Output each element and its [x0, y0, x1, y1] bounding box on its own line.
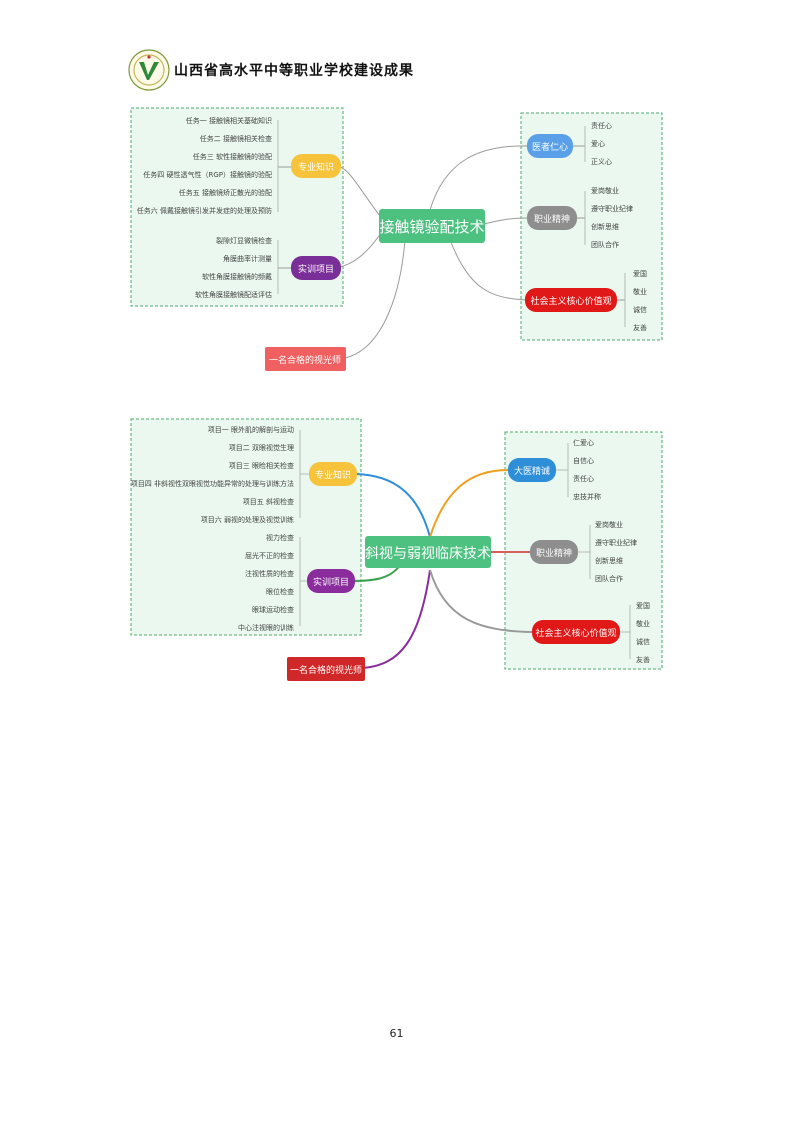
- d2-r-item-11: 诚信: [636, 637, 650, 646]
- d2-brackets: [299, 430, 631, 659]
- d2-r-item-7: 创新思维: [595, 556, 623, 565]
- d2-group-doctor: [508, 458, 556, 482]
- d1-k-item-6: 任务六 佩戴接触镜引发并发症的处理及预防: [137, 206, 272, 215]
- d1-group-doctor-label: 医者仁心: [532, 141, 568, 153]
- d1-r-item-5: 遵守职业纪律: [591, 204, 633, 213]
- d2-k-item-6: 项目六 弱视的处理及视觉训练: [201, 515, 294, 524]
- school-logo-icon: [128, 49, 170, 91]
- d1-bottom-node: [265, 347, 346, 371]
- d2-k-item-5: 项目五 斜视检查: [243, 497, 294, 506]
- d1-t-item-3: 软性角膜接触镜的频戴: [202, 272, 272, 281]
- d2-group-training-label: 实训项目: [313, 576, 349, 588]
- d2-k-item-3: 项目三 眼睑相关检查: [229, 461, 294, 470]
- d1-k-item-1: 任务一 接触镜相关基础知识: [186, 116, 272, 125]
- d1-k-item-3: 任务三 软性接触镜的验配: [193, 152, 272, 161]
- d1-group-knowledge-label: 专业知识: [298, 161, 334, 173]
- d1-k-item-2: 任务二 接触镜相关检查: [200, 134, 272, 143]
- d2-r-item-5: 爱岗敬业: [595, 520, 623, 529]
- d1-r-item-3: 正义心: [591, 158, 612, 166]
- d2-k-item-1: 项目一 眼外肌的解剖与运动: [208, 425, 294, 434]
- d1-group-spirit-label: 职业精神: [534, 213, 570, 225]
- d1-k-item-5: 任务五 接触镜矫正散光的验配: [179, 188, 272, 197]
- d2-group-training: [307, 569, 355, 593]
- d1-group-training: [291, 256, 341, 280]
- d2-group-knowledge: [309, 462, 357, 486]
- d1-bottom-label: 一名合格的视光师: [269, 354, 341, 366]
- d1-group-doctor: [527, 134, 573, 158]
- d2-bottom-label: 一名合格的视光师: [290, 664, 362, 676]
- d2-k-item-2: 项目二 双眼视觉生理: [229, 443, 294, 452]
- d1-r-item-2: 爱心: [591, 140, 605, 148]
- d2-t-item-5: 眼球运动检查: [252, 605, 294, 614]
- d1-r-item-6: 创新思维: [591, 222, 619, 231]
- d2-right-items: 仁爱心 自信心 责任心 忠技并称 爱岗敬业 遵守职业纪律 创新思维 团队合作 爱…: [573, 438, 650, 664]
- d1-r-item-10: 诚信: [633, 305, 647, 314]
- d1-right-items: 责任心 爱心 正义心 爱岗敬业 遵守职业纪律 创新思维 团队合作 爱国 敬业 诚…: [591, 121, 647, 332]
- d2-r-item-4: 忠技并称: [573, 492, 601, 501]
- d2-training-items: 视力检查 屈光不正的检查 注视性质的检查 眼位检查 眼球运动检查 中心注视眼的训…: [238, 533, 294, 632]
- d1-k-item-4: 任务四 硬性透气性（RGP）接触镜的验配: [143, 170, 272, 179]
- d1-r-item-1: 责任心: [591, 121, 612, 130]
- d1-center-label: 接触镜验配技术: [379, 218, 484, 236]
- d2-r-item-9: 爱国: [636, 602, 650, 610]
- d2-group-knowledge-label: 专业知识: [315, 469, 351, 481]
- d1-group-knowledge: [291, 154, 341, 178]
- d1-training-items: 裂隙灯显微镜检查 角膜曲率计测量 软性角膜接触镜的频戴 软性角膜接触镜配适评估: [195, 236, 272, 299]
- d2-group-spirit-label: 职业精神: [536, 547, 572, 559]
- d1-group-training-label: 实训项目: [298, 263, 334, 275]
- d1-knowledge-items: 任务一 接触镜相关基础知识 任务二 接触镜相关检查 任务三 软性接触镜的验配 任…: [137, 116, 272, 215]
- d2-t-item-6: 中心注视眼的训练: [238, 623, 294, 632]
- d2-r-item-6: 遵守职业纪律: [595, 538, 637, 547]
- d2-r-item-8: 团队合作: [595, 574, 623, 583]
- d1-r-item-7: 团队合作: [591, 240, 619, 249]
- d2-r-item-12: 友善: [636, 655, 650, 664]
- page-number: 61: [389, 1027, 404, 1040]
- d2-group-values: [532, 620, 620, 644]
- d1-r-item-4: 爱岗敬业: [591, 186, 619, 195]
- d1-group-values-label: 社会主义核心价值观: [530, 295, 611, 307]
- d2-t-item-1: 视力检查: [266, 533, 294, 542]
- d1-t-item-2: 角膜曲率计测量: [223, 254, 272, 263]
- d2-t-item-4: 眼位检查: [266, 587, 294, 596]
- d1-brackets: [277, 120, 626, 327]
- d2-knowledge-items: 项目一 眼外肌的解剖与运动 项目二 双眼视觉生理 项目三 眼睑相关检查 项目四 …: [131, 425, 294, 524]
- d1-r-item-11: 友善: [633, 323, 647, 332]
- d2-center-node: [365, 536, 491, 568]
- d2-group-values-label: 社会主义核心价值观: [535, 627, 616, 639]
- d2-r-item-1: 仁爱心: [573, 438, 594, 447]
- d1-group-spirit: [527, 206, 577, 230]
- d2-connectors: [351, 469, 533, 669]
- d2-bottom-node: [287, 657, 365, 681]
- d1-r-item-8: 爱国: [633, 270, 647, 278]
- d1-t-item-4: 软性角膜接触镜配适评估: [195, 290, 272, 299]
- d1-r-item-9: 敬业: [633, 287, 647, 296]
- d2-left-panel: [130, 418, 362, 636]
- d2-t-item-3: 注视性质的检查: [245, 569, 294, 578]
- d2-group-spirit: [530, 540, 578, 564]
- d2-center-label: 斜视与弱视临床技术: [365, 546, 491, 562]
- d2-r-item-2: 自信心: [573, 456, 594, 465]
- d2-r-item-10: 敬业: [636, 619, 650, 628]
- d2-t-item-2: 屈光不正的检查: [245, 551, 294, 560]
- d1-group-values: [525, 288, 617, 312]
- d2-group-doctor-label: 大医精诚: [514, 465, 550, 477]
- header-title: 山西省高水平中等职业学校建设成果: [174, 63, 414, 79]
- d2-k-item-4: 项目四 非斜视性双眼视觉功能异常的处理与训练方法: [131, 479, 294, 488]
- page-header: 山西省高水平中等职业学校建设成果: [128, 46, 414, 94]
- d1-t-item-1: 裂隙灯显微镜检查: [216, 236, 272, 245]
- d2-r-item-3: 责任心: [573, 474, 594, 483]
- d1-center-node: [379, 209, 485, 243]
